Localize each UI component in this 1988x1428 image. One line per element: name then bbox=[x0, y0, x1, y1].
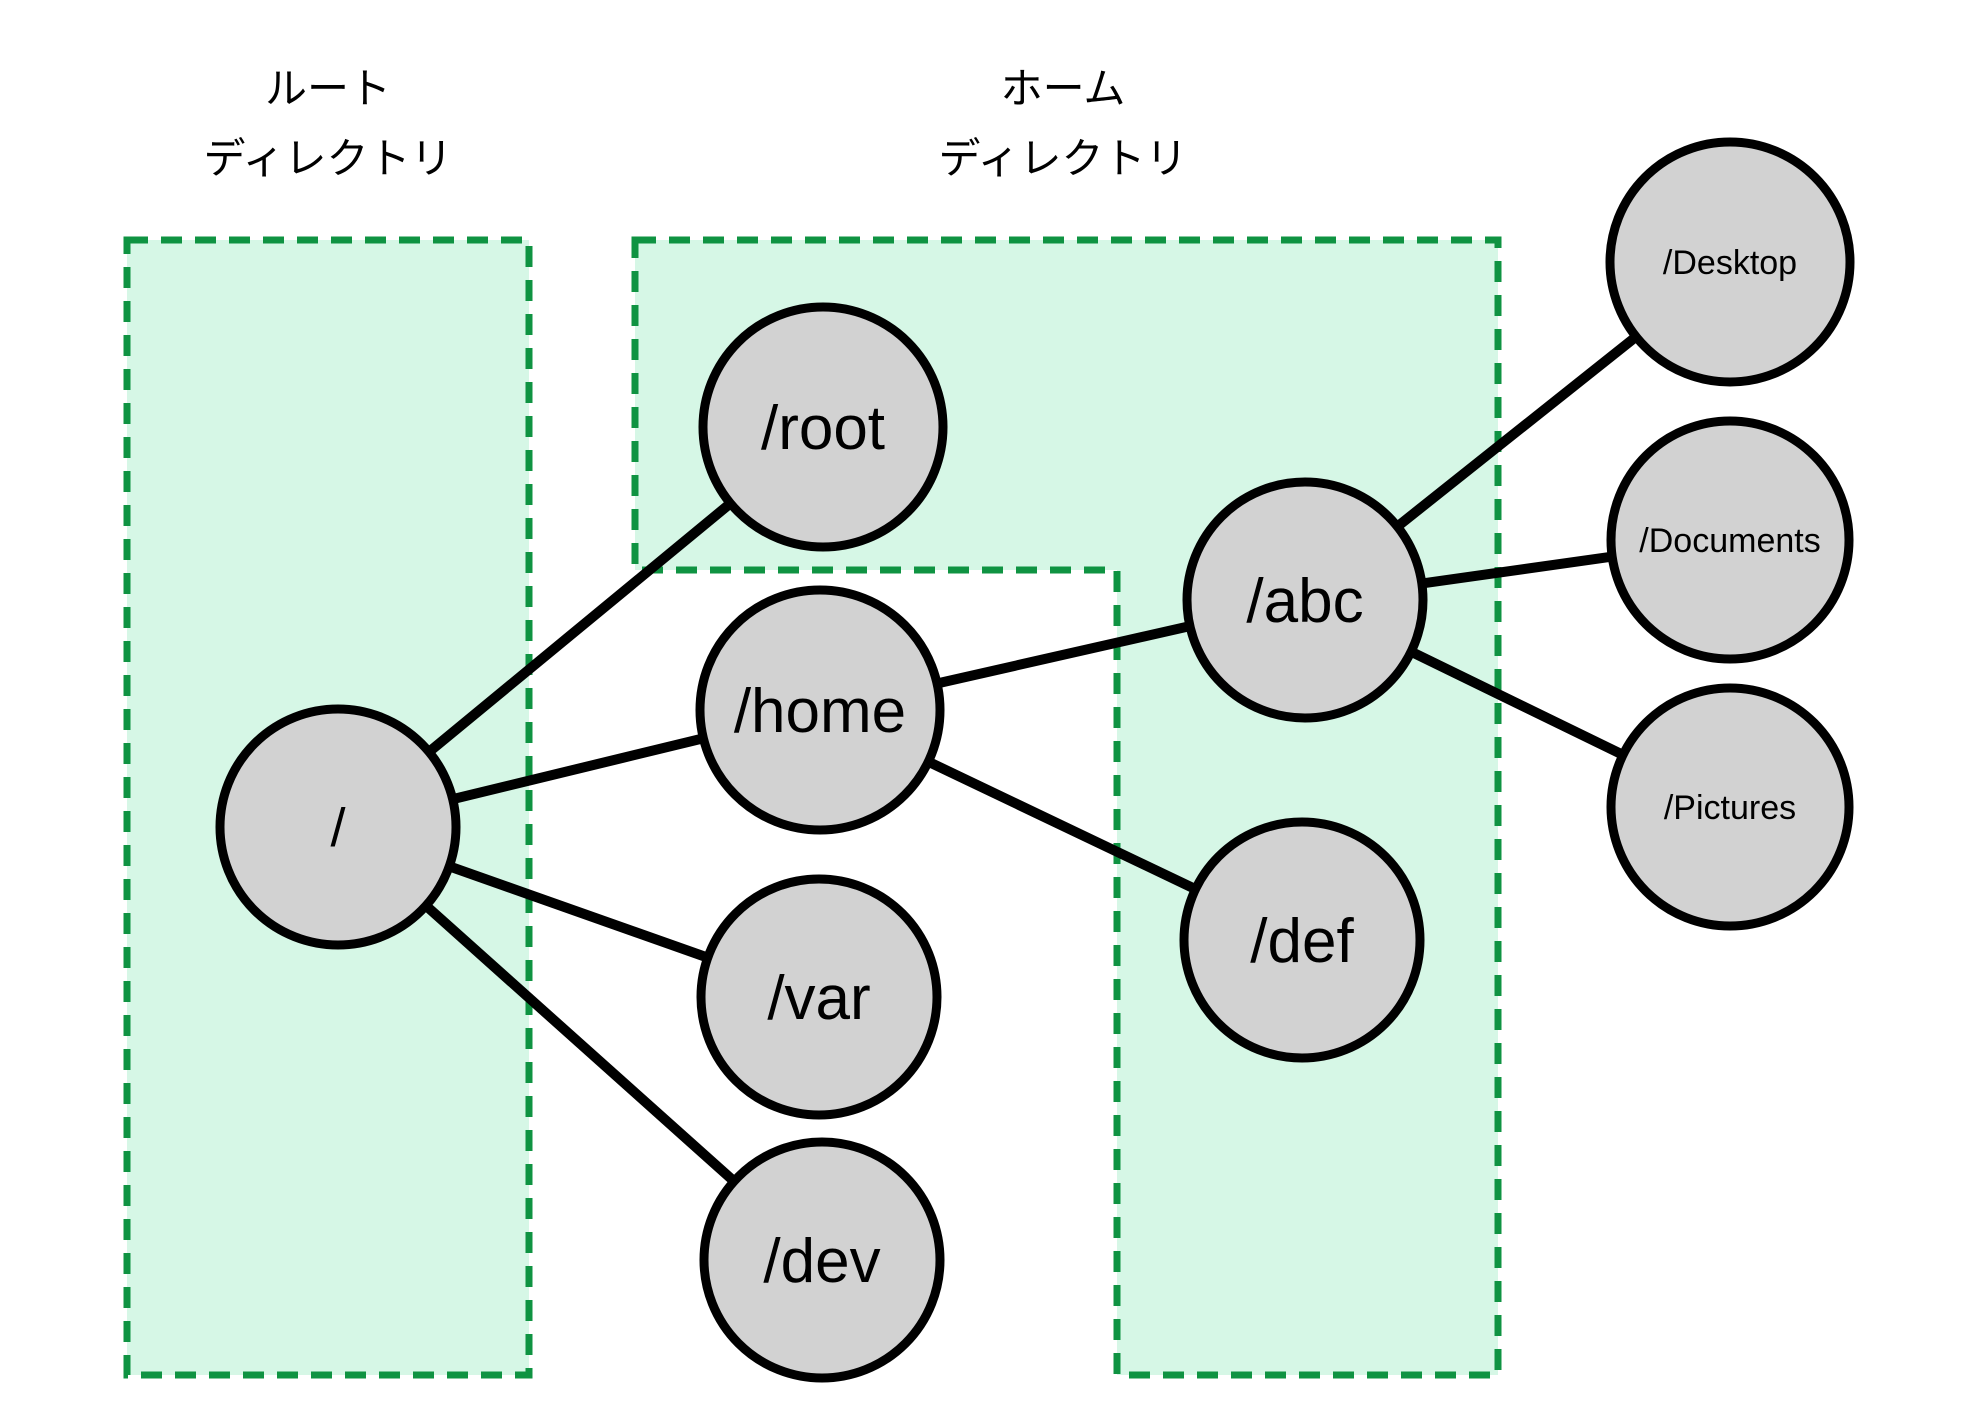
home-directory-caption-line2: ディレクトリ bbox=[938, 135, 1187, 182]
node-root-label: /root bbox=[761, 394, 885, 463]
node-home-circle bbox=[695, 585, 945, 835]
node-abc: /abc bbox=[1182, 477, 1428, 723]
node-pictures-circle bbox=[1606, 683, 1854, 931]
node-abc-circle bbox=[1182, 477, 1428, 723]
node-dev-circle bbox=[699, 1137, 945, 1383]
node-var-circle bbox=[696, 874, 942, 1120]
node-abc-label: /abc bbox=[1246, 567, 1363, 636]
node-root-circle bbox=[698, 302, 948, 552]
node-def: /def bbox=[1179, 817, 1425, 1063]
node-slash: / bbox=[215, 704, 461, 950]
root-directory-caption-line1: ルート bbox=[265, 65, 391, 112]
node-root: /root bbox=[698, 302, 948, 552]
node-pictures-label: /Pictures bbox=[1664, 789, 1796, 827]
node-home: /home bbox=[695, 585, 945, 835]
node-documents-label: /Documents bbox=[1639, 522, 1820, 560]
home-directory-caption-line1: ホーム bbox=[1001, 65, 1126, 112]
node-pictures: /Pictures bbox=[1606, 683, 1854, 931]
node-def-label: /def bbox=[1250, 907, 1354, 976]
node-var-label: /var bbox=[767, 964, 870, 1033]
node-slash-label: / bbox=[330, 798, 345, 858]
node-home-label: /home bbox=[734, 677, 906, 746]
root-directory-caption-line2: ディレクトリ bbox=[203, 135, 452, 182]
home-directory-caption: ホーム ディレクトリ bbox=[938, 65, 1187, 182]
node-var: /var bbox=[696, 874, 942, 1120]
node-dev: /dev bbox=[699, 1137, 945, 1383]
node-def-circle bbox=[1179, 817, 1425, 1063]
node-desktop: /Desktop bbox=[1605, 137, 1855, 387]
node-documents-circle bbox=[1606, 416, 1854, 664]
root-directory-caption: ルート ディレクトリ bbox=[203, 65, 452, 182]
node-desktop-label: /Desktop bbox=[1663, 244, 1797, 282]
node-slash-circle bbox=[215, 704, 461, 950]
node-dev-label: /dev bbox=[763, 1227, 880, 1296]
node-documents: /Documents bbox=[1606, 416, 1854, 664]
node-desktop-circle bbox=[1605, 137, 1855, 387]
